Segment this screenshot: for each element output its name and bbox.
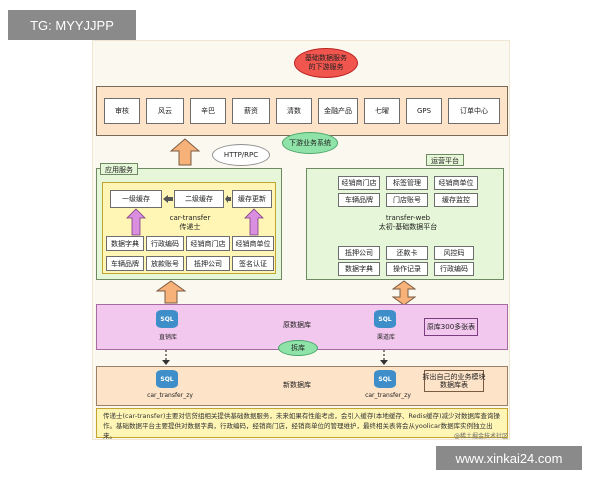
car-transfer-name: car-transfer 传递士 [150, 214, 230, 232]
site-watermark: www.xinkai24.com [436, 446, 582, 470]
ops-module-box: 风控码 [434, 246, 474, 260]
credit-text: @稀土掘金技术社区 [453, 433, 508, 440]
http-rpc-cloud: HTTP/RPC [212, 144, 270, 166]
arrow-left-icon [163, 195, 173, 203]
system-box: 薪资 [232, 98, 270, 124]
direct-db-label: 直销库 [158, 334, 177, 341]
module-box: 抵押公司 [186, 256, 230, 271]
app-service-title: 应用服务 [100, 163, 138, 175]
module-box: 经销商门店 [186, 236, 230, 251]
system-box: 风云 [146, 98, 184, 124]
ops-module-box: 数据字典 [338, 262, 380, 276]
up-arrow-icon [156, 280, 186, 304]
source-db-label: 原数据库 [283, 321, 311, 329]
sql-db-icon: SQL [156, 310, 178, 328]
module-box: 放款账号 [146, 256, 184, 271]
cache-l1-box: 一级缓存 [110, 190, 162, 208]
transfer-web-cn: 太初-基础数据平台 [378, 223, 438, 231]
up-arrow-purple-icon [244, 208, 264, 236]
description-box: 传递士(car-transfer)主要对信贷组相关提供基础数据服务，未来如果有性… [96, 408, 508, 440]
system-box: 辛巴 [190, 98, 226, 124]
car-transfer-cn: 传递士 [179, 223, 201, 231]
ops-platform-title: 运营平台 [426, 154, 464, 166]
system-box: 审核 [104, 98, 140, 124]
ops-module-box: 行政编码 [434, 262, 474, 276]
up-arrow-icon [170, 138, 200, 166]
system-box: 清数 [276, 98, 312, 124]
module-box: 车辆品牌 [106, 256, 144, 271]
channel-db-label: 渠道库 [376, 334, 395, 341]
system-box: 金融产品 [318, 98, 358, 124]
ops-module-box: 标签管理 [386, 176, 428, 190]
new-db-name: car_transfer_zy [147, 392, 193, 399]
ops-module-box: 抵押公司 [338, 246, 380, 260]
split-db-cloud: 拆库 [278, 340, 318, 356]
downstream-cloud: 下游业务系统 [282, 132, 338, 154]
double-arrow-icon [392, 280, 416, 306]
transfer-web-en: transfer-web [385, 214, 431, 222]
ops-module-box: 车辆品牌 [338, 193, 380, 207]
transfer-web-name: transfer-web 太初-基础数据平台 [360, 214, 456, 232]
down-arrow-icon [162, 350, 170, 365]
sql-db-icon: SQL [374, 310, 396, 328]
source-db-note: 原库300多张表 [424, 318, 478, 336]
car-transfer-en: car-transfer [169, 214, 211, 222]
sql-db-icon: SQL [156, 370, 178, 388]
system-box: 七曜 [364, 98, 400, 124]
new-db-note-line-1: 拆出自己的业务模块 [422, 373, 486, 381]
module-box: 行政编码 [146, 236, 184, 251]
cache-l2-box: 二级缓存 [174, 190, 224, 208]
sql-db-icon: SQL [374, 370, 396, 388]
tg-tag: TG: MYYJJPP [8, 10, 136, 40]
cloud-line-1: 基础数据服务 [305, 54, 347, 62]
description-text: 传递士(car-transfer)主要对信贷组相关提供基础数据服务，未来如果有性… [103, 412, 501, 440]
up-arrow-purple-icon [126, 208, 146, 236]
basic-data-downstream-cloud: 基础数据服务 的下游服务 [294, 48, 358, 78]
new-db-name: car_transfer_zy [365, 392, 411, 399]
cloud-line-2: 的下游服务 [308, 63, 344, 71]
system-box: GPS [406, 98, 442, 124]
ops-module-box: 操作记录 [386, 262, 428, 276]
ops-module-box: 经销商单位 [434, 176, 478, 190]
arrow-left-icon [225, 195, 231, 203]
ops-module-box: 经销商门店 [338, 176, 380, 190]
module-box: 签名认证 [232, 256, 274, 271]
new-db-note: 拆出自己的业务模块 数据库表 [422, 370, 486, 392]
system-box: 订单中心 [448, 98, 500, 124]
module-box: 数据字典 [106, 236, 144, 251]
down-arrow-icon [380, 350, 388, 365]
ops-module-box: 缓存监控 [434, 193, 478, 207]
new-db-label: 新数据库 [283, 381, 311, 389]
new-db-note-line-2: 数据库表 [440, 381, 468, 389]
ops-module-box: 门店账号 [386, 193, 428, 207]
ops-module-box: 还款卡 [386, 246, 428, 260]
module-box: 经销商单位 [232, 236, 274, 251]
cache-update-box: 缓存更新 [232, 190, 272, 208]
